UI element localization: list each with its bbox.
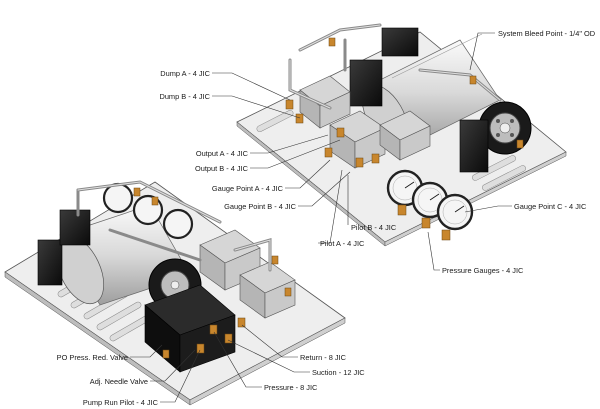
label-system-bleed-point: System Bleed Point - 1/4" OD: [498, 29, 596, 38]
lower-assembly: [4, 180, 346, 406]
label-dump-b: Dump B - 4 JIC: [159, 92, 210, 101]
label-dump-a: Dump A - 4 JIC: [160, 69, 210, 78]
upper-assembly: [236, 23, 567, 247]
label-suction: Suction - 12 JIC: [312, 368, 365, 377]
label-gauge-point-a: Gauge Point A - 4 JIC: [211, 184, 283, 193]
lower-main-block: [144, 284, 236, 373]
lower-gauges: [102, 182, 194, 240]
label-pilot-a: Pilot A - 4 JIC: [320, 239, 365, 248]
label-gauge-point-b: Gauge Point B - 4 JIC: [224, 202, 296, 211]
label-po-press-red-valve: PO Press. Red. Valve: [56, 353, 128, 362]
label-pump-run-pilot: Pump Run Pilot - 4 JIC: [82, 398, 158, 407]
upper-end-block: [349, 59, 383, 107]
label-return: Return - 8 JIC: [300, 353, 347, 362]
label-gauge-point-c: Gauge Point C - 4 JIC: [514, 202, 587, 211]
label-adj-needle-valve: Adj. Needle Valve: [89, 377, 148, 386]
label-pilot-b: Pilot B - 4 JIC: [351, 223, 397, 232]
upper-pressure-gauges: [386, 169, 474, 241]
label-output-b: Output B - 4 JIC: [195, 164, 248, 173]
label-pressure: Pressure - 8 JIC: [264, 383, 318, 392]
label-pressure-gauges: Pressure Gauges - 4 JIC: [442, 266, 524, 275]
leader-lines: [130, 32, 512, 403]
label-output-a: Output A - 4 JIC: [195, 149, 248, 158]
lower-valve-manifolds: [199, 229, 296, 319]
